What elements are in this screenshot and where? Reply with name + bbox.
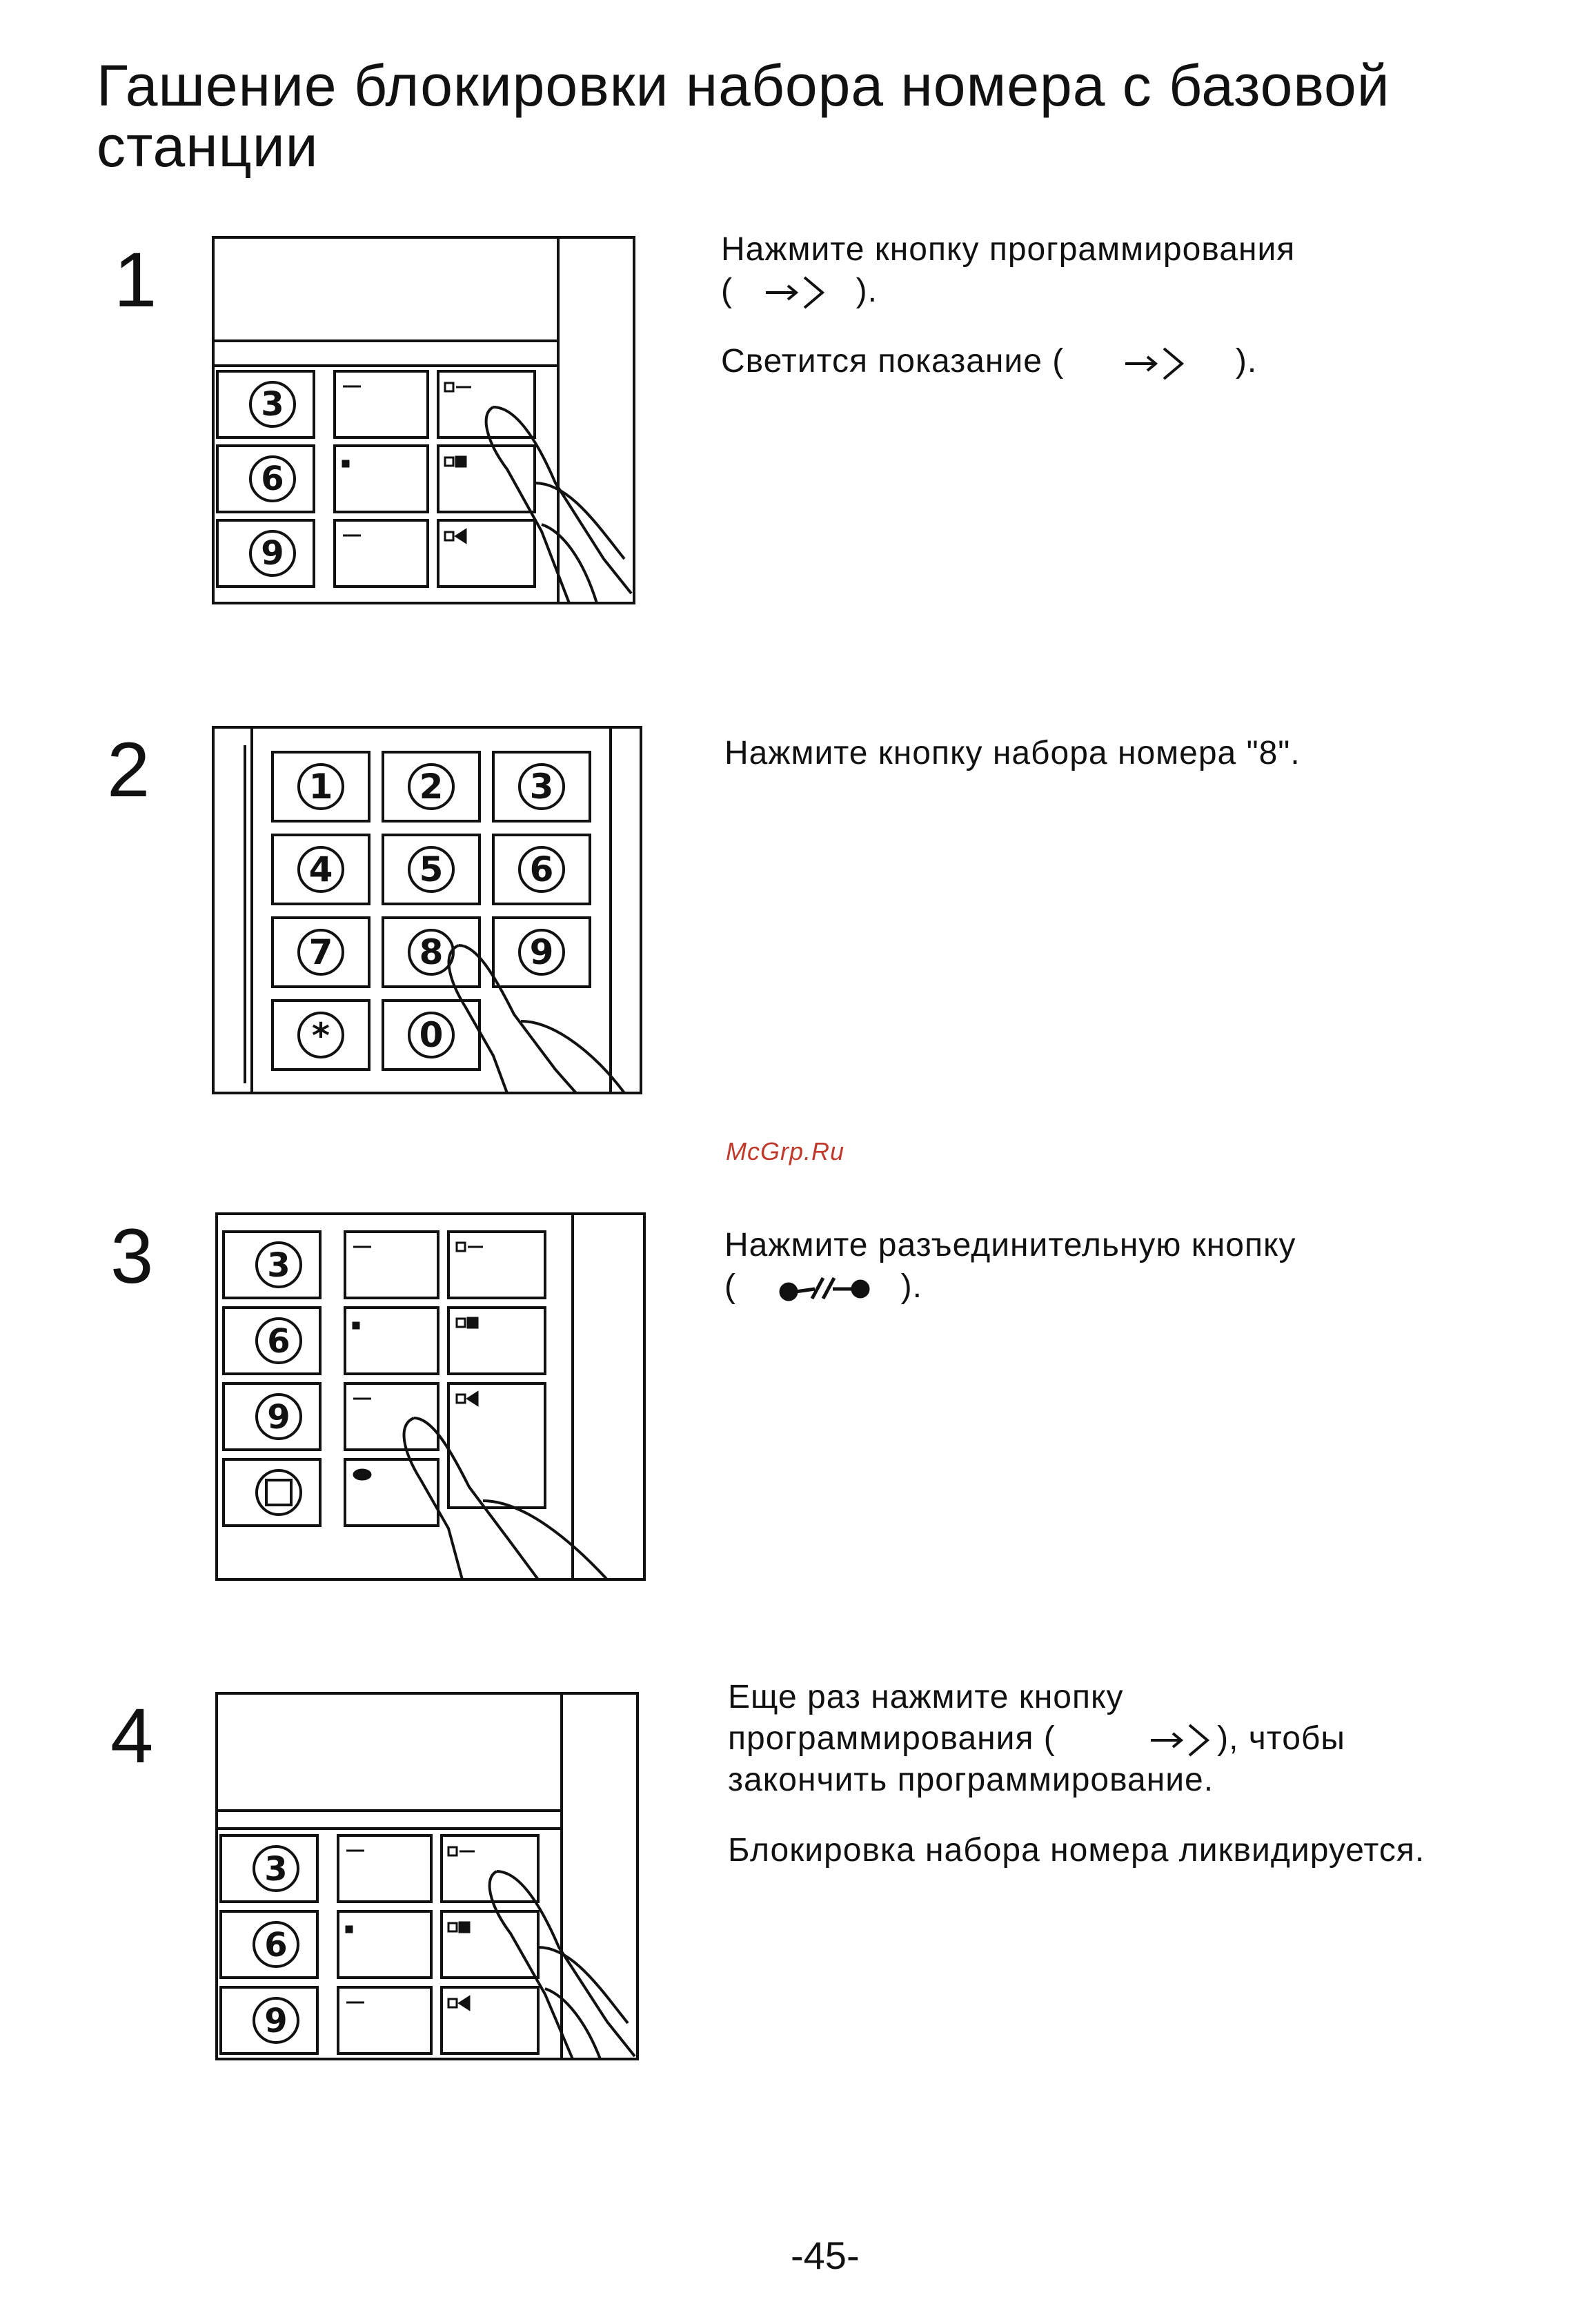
key-label: 6 (264, 1926, 287, 1964)
paren-open: ( (721, 273, 733, 309)
instruction-text: закончить программирование. (728, 1762, 1214, 1799)
program-icon (766, 276, 825, 309)
program-icon (1151, 1724, 1210, 1757)
key-label: 6 (261, 460, 284, 498)
step-number: 1 (114, 237, 157, 323)
instruction-text: Нажмите кнопку набора номера "8". (724, 735, 1301, 771)
step-2-instructions: Нажмите кнопку набора номера "8". (724, 733, 1552, 774)
step-3-illustration: 3 6 9 (215, 1212, 646, 1581)
keypad-key-9: 9 (530, 932, 554, 972)
disconnect-icon (779, 1277, 870, 1301)
key-label: 6 (267, 1322, 290, 1361)
paren-close: ). (900, 1268, 922, 1305)
key-label: 9 (267, 1398, 290, 1437)
keypad-key-1: 1 (309, 767, 333, 807)
page-number: -45- (791, 2234, 860, 2277)
key-label: 3 (264, 1850, 287, 1889)
paren-open: ( (724, 1268, 736, 1305)
step-4-instructions: Еще раз нажмите кнопку программирования … (728, 1677, 1577, 1871)
key-label: 9 (261, 534, 284, 573)
instruction-text: Еще раз нажмите кнопку (728, 1679, 1124, 1715)
keypad-key-7: 7 (309, 932, 333, 972)
step-3-instructions: Нажмите разъединительную кнопку ( ). (724, 1225, 1552, 1308)
keypad-key-8: 8 (419, 932, 444, 972)
step-1-instructions: Нажмите кнопку программирования ( ). Све… (721, 229, 1549, 383)
keypad-key-6: 6 (530, 849, 554, 889)
instruction-text: ), чтобы (1217, 1720, 1345, 1757)
key-label: 9 (264, 2002, 287, 2040)
paren-close: ). (1235, 343, 1258, 380)
keypad-key-star: * (312, 1016, 330, 1056)
keypad-key-2: 2 (419, 767, 444, 807)
program-icon (1125, 347, 1184, 380)
page-title: Гашение блокировки набора номера с базов… (97, 53, 1390, 179)
keypad-key-0: 0 (419, 1015, 444, 1055)
instruction-text: Блокировка набора номера ликвидируется. (728, 1832, 1425, 1869)
keypad-key-5: 5 (419, 849, 444, 889)
step-2-illustration: 1 2 3 4 5 6 7 8 9 * 0 (212, 726, 642, 1094)
step-number: 2 (107, 727, 150, 813)
paren-close: ). (856, 273, 878, 309)
key-label: 3 (261, 385, 284, 424)
instruction-text: Нажмите кнопку программирования (721, 231, 1296, 268)
step-1-illustration: 3 6 9 (212, 236, 635, 604)
watermark: McGrp.Ru (726, 1137, 845, 1165)
key-label: 3 (267, 1246, 290, 1285)
step-4-illustration: 3 6 9 (215, 1692, 639, 2060)
keypad-key-3: 3 (530, 767, 554, 807)
instruction-text: Светится показание ( (721, 343, 1065, 380)
instruction-text: Нажмите разъединительную кнопку (724, 1227, 1296, 1263)
instruction-text: программирования ( (728, 1720, 1056, 1757)
step-number: 4 (110, 1693, 154, 1779)
step-number: 3 (110, 1213, 154, 1299)
keypad-key-4: 4 (309, 849, 333, 889)
